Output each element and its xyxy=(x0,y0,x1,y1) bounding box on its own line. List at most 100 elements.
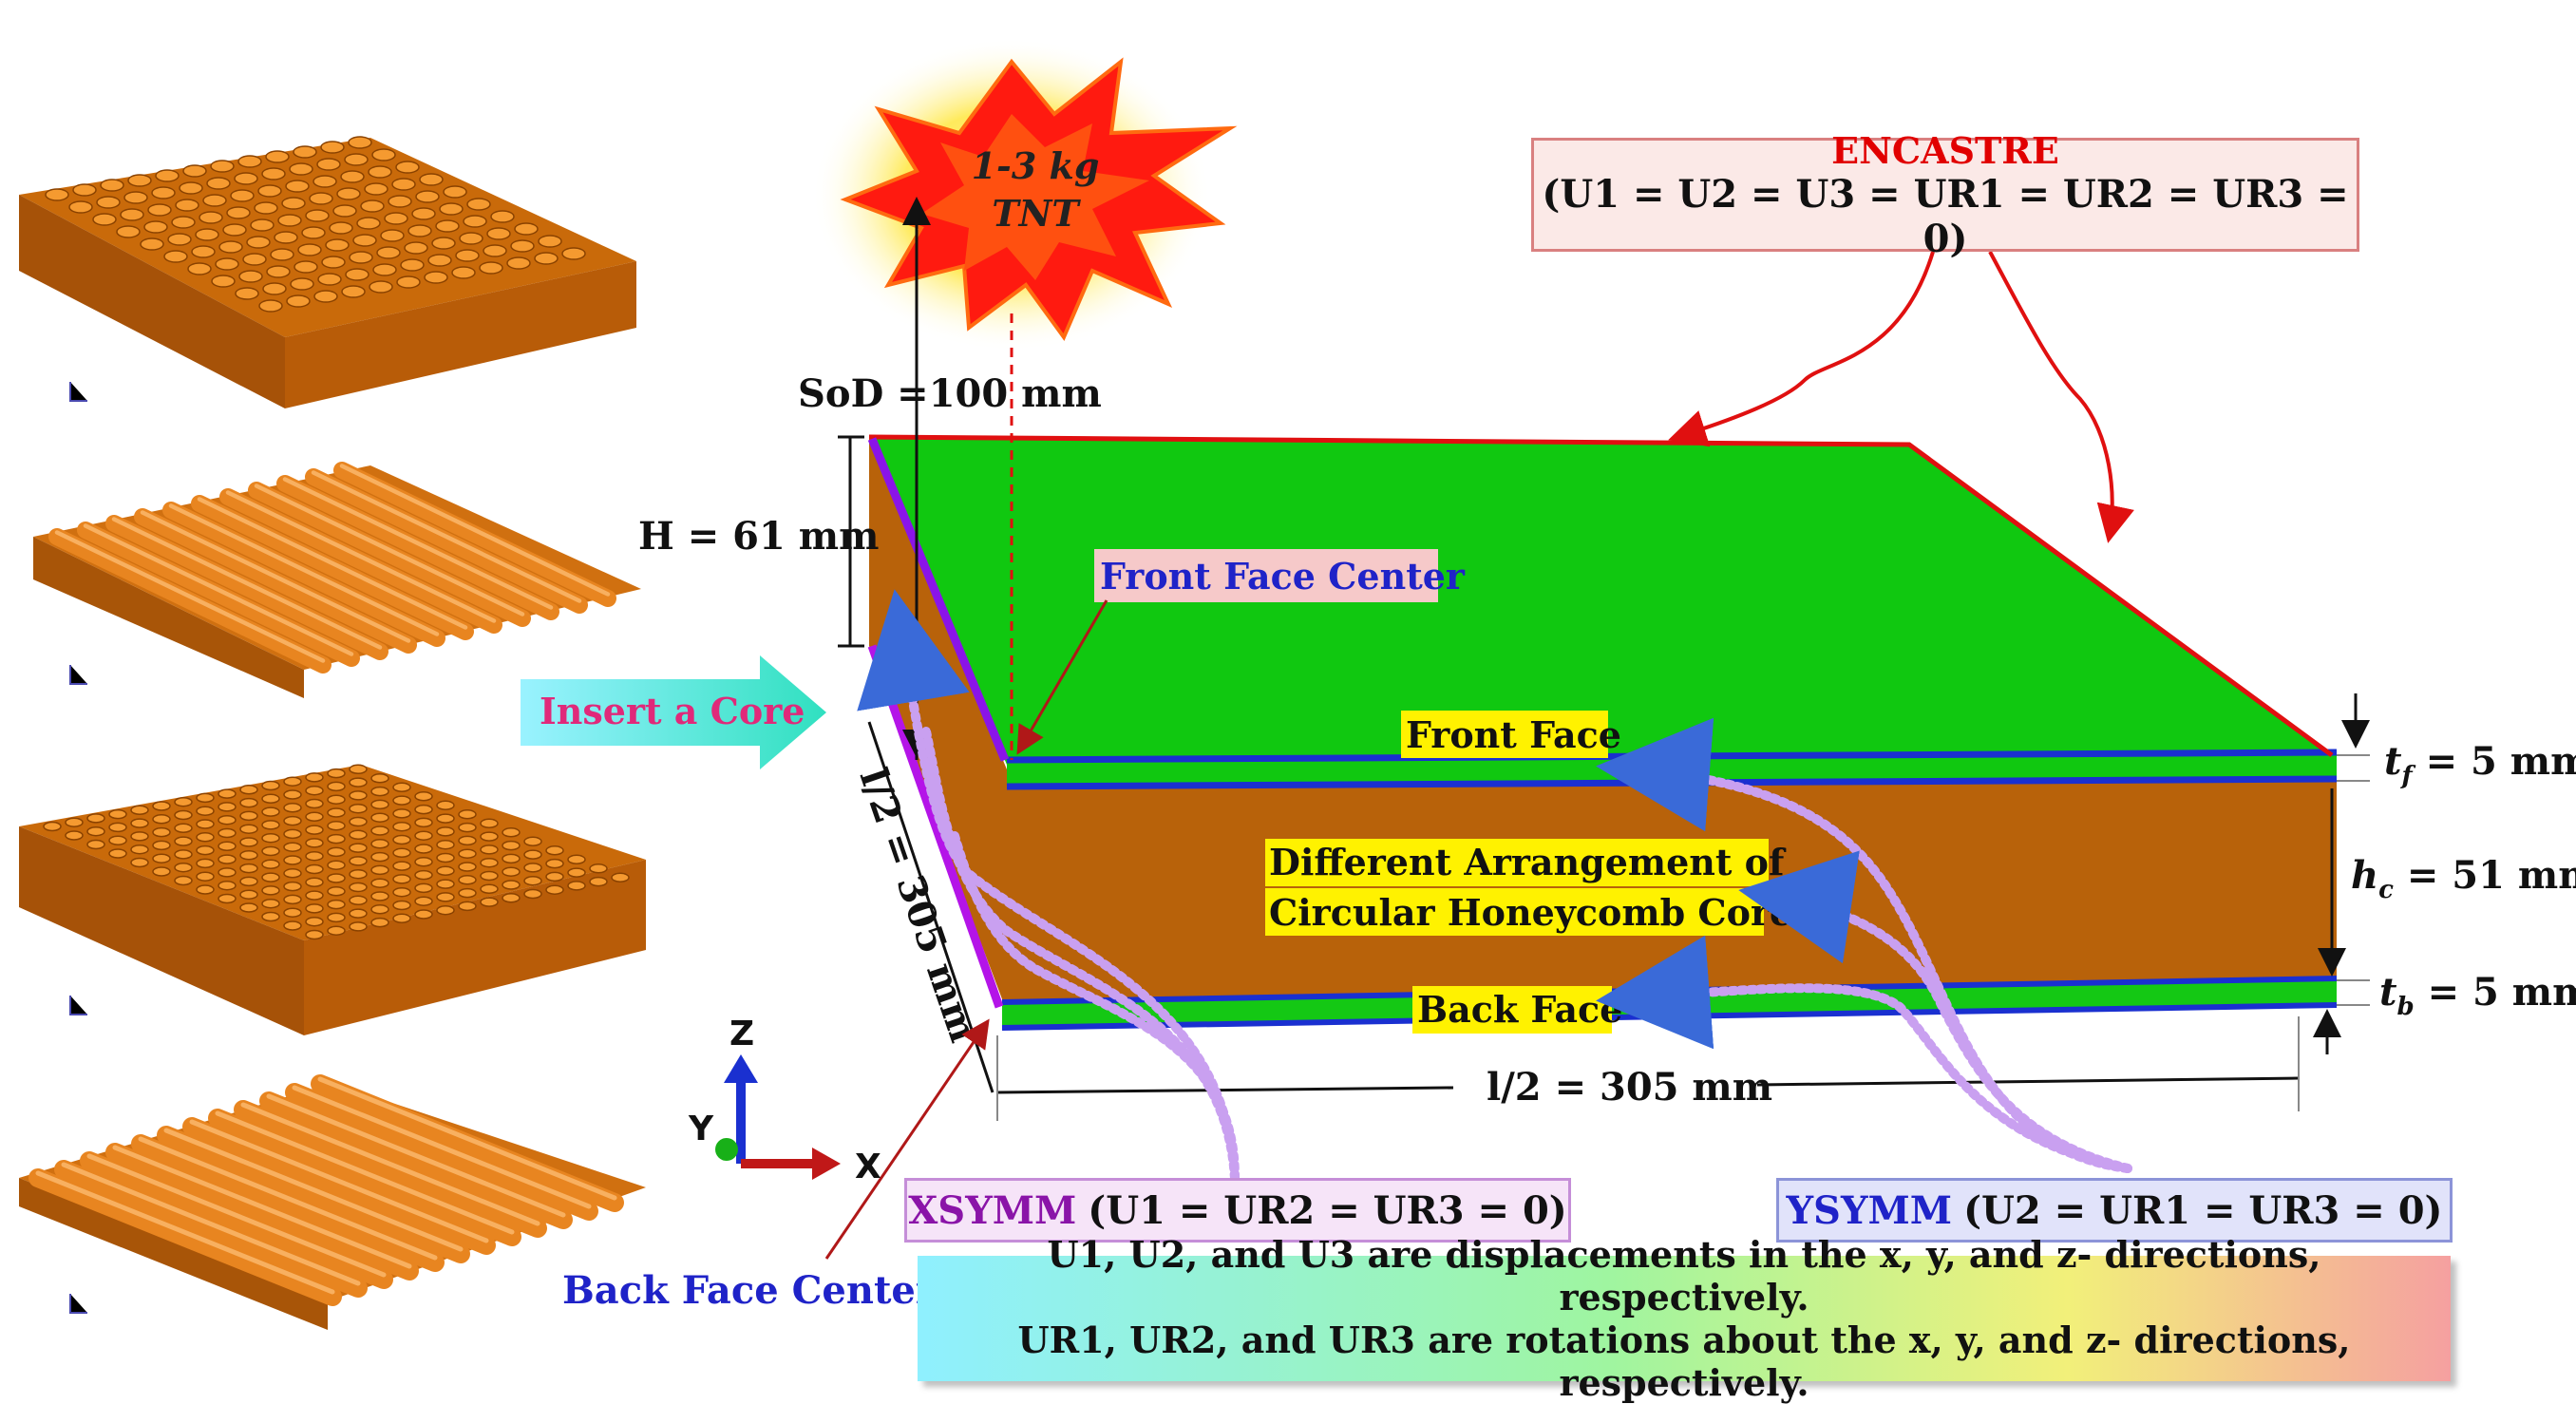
honeycomb-cell xyxy=(239,863,258,874)
honeycomb-cell xyxy=(261,820,280,830)
honeycomb-cell xyxy=(424,271,448,284)
honeycomb-cell xyxy=(86,813,105,824)
honeycomb-cell xyxy=(305,916,324,927)
honeycomb-cell xyxy=(391,178,416,191)
honeycomb-cell xyxy=(283,776,302,787)
honeycomb-tube-highlight xyxy=(339,464,611,597)
honeycomb-cell xyxy=(108,848,127,859)
honeycomb-cell xyxy=(108,835,127,845)
honeycomb-cell xyxy=(283,815,302,826)
honeycomb-cell xyxy=(436,852,455,863)
honeycomb-cell xyxy=(341,285,366,298)
honeycomb-cell xyxy=(196,792,215,804)
honeycomb-cell xyxy=(108,822,127,833)
honeycomb-cell xyxy=(238,270,263,283)
ysymm-conditions: (U2 = UR1 = UR3 = 0) xyxy=(1963,1187,2443,1233)
honeycomb-cell xyxy=(65,817,84,827)
honeycomb-tube-highlight xyxy=(240,1102,540,1226)
honeycomb-cell xyxy=(96,196,121,209)
honeycomb-cell xyxy=(392,874,411,884)
honeycomb-cell xyxy=(370,812,389,823)
honeycomb-tube-highlight xyxy=(35,1170,335,1295)
honeycomb-tube-highlight xyxy=(138,1136,438,1261)
honeycomb-cell xyxy=(458,835,477,846)
honeycomb-cell xyxy=(309,192,333,205)
honeycomb-cell xyxy=(458,822,477,833)
honeycomb-cell xyxy=(327,846,346,858)
honeycomb-cell xyxy=(123,191,148,204)
honeycomb-cell xyxy=(502,893,521,903)
front-face-center-label: Front Face Center xyxy=(1100,555,1466,598)
honeycomb-cell xyxy=(196,871,215,882)
honeycomb-cell xyxy=(370,851,389,863)
tnt-mass-label: 1-3 kg xyxy=(972,144,1100,187)
honeycomb-cell xyxy=(239,824,258,834)
honeycomb-cell xyxy=(239,837,258,847)
honeycomb-tube-highlight xyxy=(168,503,440,636)
honeycomb-cell xyxy=(258,299,283,313)
honeycomb-cell xyxy=(349,790,368,801)
honeycomb-cell xyxy=(305,785,324,796)
honeycomb-cell xyxy=(100,179,124,192)
honeycomb-cell xyxy=(305,825,324,835)
honeycomb-cell xyxy=(466,198,491,211)
honeycomb-cell xyxy=(436,839,455,850)
honeycomb-cell xyxy=(294,260,318,274)
honeycomb-cell xyxy=(327,821,346,831)
honeycomb-tube-highlight xyxy=(61,1162,361,1286)
honeycomb-cell xyxy=(215,257,239,271)
honeycomb-cell xyxy=(130,818,149,828)
honeycomb-cell xyxy=(414,909,433,920)
honeycomb-cell xyxy=(321,256,346,269)
honeycomb-cell xyxy=(545,884,564,895)
honeycomb-cell xyxy=(86,839,105,850)
honeycomb-cell xyxy=(283,855,302,865)
honeycomb-cell xyxy=(254,201,278,215)
honeycomb-cell xyxy=(545,871,564,882)
ysymm-box: YSYMM (U2 = UR1 = UR3 = 0) xyxy=(1776,1178,2453,1243)
honeycomb-cell xyxy=(436,826,455,837)
honeycomb-cell xyxy=(344,153,369,166)
honeycomb-cell xyxy=(218,867,237,878)
honeycomb-tube xyxy=(80,1151,393,1289)
ysymm-pointer-arrows xyxy=(1596,717,2132,1173)
honeycomb-cell xyxy=(239,785,258,795)
ysymm-key: YSYMM xyxy=(1786,1187,1953,1233)
honeycomb-cell xyxy=(392,847,411,859)
insert-core-arrow xyxy=(521,655,826,769)
honeycomb-tube xyxy=(105,1143,419,1281)
honeycomb-tube xyxy=(105,515,388,660)
honeycomb-cell xyxy=(332,204,357,218)
honeycomb-cell xyxy=(561,247,586,260)
tb-label: tb = 5 mm xyxy=(2379,970,2576,1021)
honeycomb-cell xyxy=(370,891,389,901)
honeycomb-cell xyxy=(345,268,369,281)
honeycomb-cell xyxy=(286,294,311,308)
honeycomb-cell xyxy=(174,862,193,873)
honeycomb-cell xyxy=(305,903,324,914)
honeycomb-tube-highlight xyxy=(86,1153,387,1278)
honeycomb-cell xyxy=(199,211,223,224)
honeycomb-cell xyxy=(261,898,280,909)
honeycomb-cell xyxy=(261,845,280,857)
honeycomb-cell xyxy=(305,838,324,848)
honeycomb-cell xyxy=(370,799,389,810)
front-face-label: Front Face xyxy=(1406,713,1621,756)
honeycomb-cell xyxy=(436,813,455,824)
honeycomb-tube xyxy=(157,1126,470,1263)
honeycomb-cell xyxy=(349,882,368,893)
honeycomb-cell xyxy=(490,210,515,223)
honeycomb-cell xyxy=(349,843,368,853)
core-left-side xyxy=(869,437,1007,1012)
honeycomb-cell xyxy=(414,869,433,881)
notation-note-box: U1, U2, and U3 are displacements in the … xyxy=(918,1233,2451,1404)
honeycomb-cell xyxy=(370,878,389,888)
core-label-line2: Circular Honeycomb Core xyxy=(1269,891,1792,934)
honeycomb-cell xyxy=(305,811,324,823)
honeycomb-tube xyxy=(48,528,331,674)
honeycomb-cell xyxy=(392,808,411,819)
honeycomb-cell xyxy=(327,833,346,844)
honeycomb-cell xyxy=(196,806,215,816)
honeycomb-cell xyxy=(458,862,477,872)
